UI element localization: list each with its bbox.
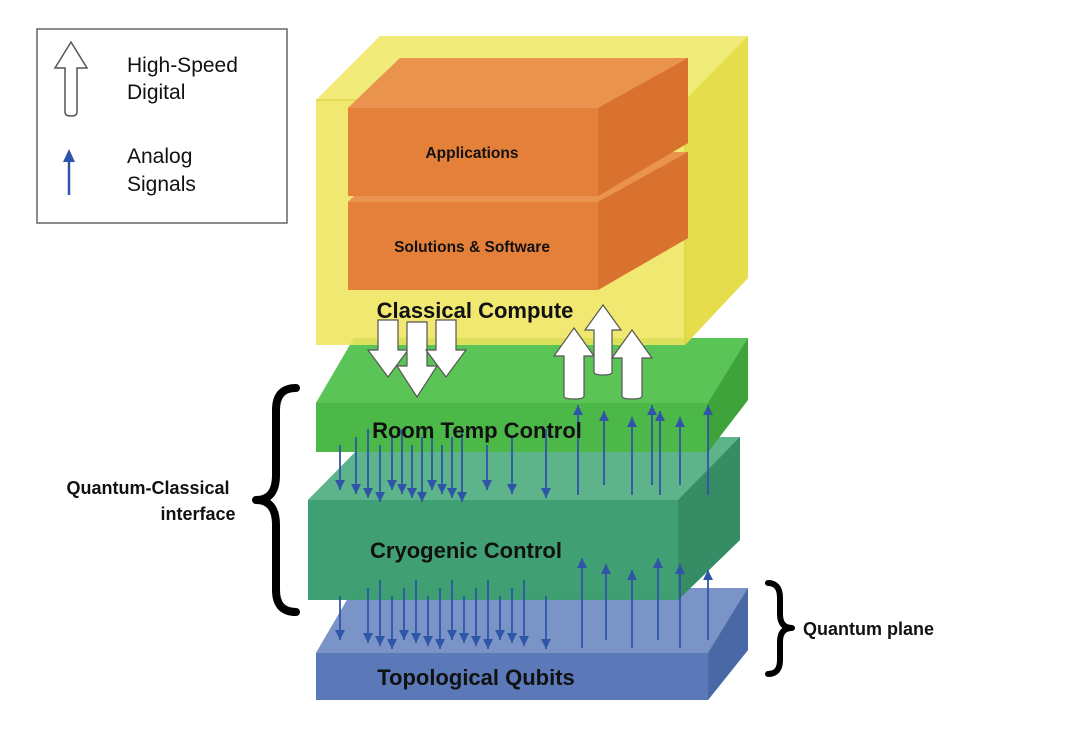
analog-arrow-icon <box>63 149 75 195</box>
analog-arrow-head <box>519 636 529 646</box>
analog-arrow-head <box>647 405 657 415</box>
analog-arrow-head <box>599 411 609 421</box>
interface-label-line1: Quantum-Classical <box>66 478 229 498</box>
analog-arrow-head <box>417 492 427 502</box>
legend-digital-line1: High-Speed <box>127 54 238 77</box>
solutions-label: Solutions & Software <box>394 239 550 256</box>
analog-arrow-head <box>627 570 637 580</box>
analog-arrow-head <box>573 405 583 415</box>
analog-arrow-head <box>653 558 663 568</box>
analog-arrow-head <box>703 405 713 415</box>
cryogenic-layer <box>308 437 740 600</box>
analog-arrow-head <box>601 564 611 574</box>
analog-signal-arrows <box>335 405 713 649</box>
cryogenic-label: Cryogenic Control <box>370 538 562 563</box>
analog-arrow-head <box>471 636 481 646</box>
classical-label: Classical Compute <box>377 298 574 323</box>
analog-arrow-head <box>407 488 417 498</box>
analog-arrow-head <box>375 636 385 646</box>
analog-arrow-head <box>437 484 447 494</box>
analog-arrow-head <box>675 564 685 574</box>
interface-brace <box>252 384 300 616</box>
analog-arrow-head <box>541 639 551 649</box>
interface-label-line2: interface <box>160 504 235 524</box>
analog-arrow-head <box>459 633 469 643</box>
legend-analog-line2: Signals <box>127 173 196 196</box>
analog-arrow-head <box>335 480 345 490</box>
analog-arrow-head <box>541 488 551 498</box>
legend: High-Speed Digital Analog Signals <box>36 28 288 224</box>
analog-arrow-head <box>655 411 665 421</box>
digital-down-arrow-2 <box>395 321 439 399</box>
analog-arrow-head <box>435 639 445 649</box>
digital-down-arrow-1 <box>366 319 410 379</box>
analog-arrow-head <box>375 492 385 502</box>
quantum-plane-label: Quantum plane <box>803 619 934 639</box>
digital-up-arrow-1 <box>552 326 596 400</box>
analog-arrow-head <box>627 417 637 427</box>
analog-arrow-head <box>399 630 409 640</box>
analog-arrow-head <box>363 633 373 643</box>
analog-arrow-head <box>427 480 437 490</box>
analog-arrow-head <box>483 639 493 649</box>
analog-arrow-head <box>447 630 457 640</box>
applications-label: Applications <box>425 145 518 162</box>
analog-arrow-head <box>335 630 345 640</box>
analog-arrow-head <box>411 633 421 643</box>
analog-arrow-head <box>457 492 467 502</box>
applications-layer <box>348 58 688 196</box>
legend-digital-line2: Digital <box>127 81 185 104</box>
analog-arrow-head <box>397 484 407 494</box>
digital-down-arrow-3 <box>424 319 468 379</box>
qubits-label: Topological Qubits <box>377 665 575 690</box>
analog-arrow-head <box>482 480 492 490</box>
legend-analog-line1: Analog <box>127 145 192 168</box>
analog-arrow-head <box>495 630 505 640</box>
analog-arrow-head <box>423 636 433 646</box>
analog-arrow-head <box>351 484 361 494</box>
analog-arrow-head <box>387 639 397 649</box>
analog-arrow-head <box>363 488 373 498</box>
digital-up-arrow-3 <box>610 328 654 400</box>
room-temp-label: Room Temp Control <box>372 418 582 443</box>
digital-arrow-icon <box>53 40 89 117</box>
analog-arrow-head <box>703 570 713 580</box>
quantum-plane-brace <box>765 580 795 677</box>
analog-arrow-head <box>507 633 517 643</box>
analog-arrow-head <box>507 484 517 494</box>
analog-arrow-head <box>387 480 397 490</box>
digital-arrows <box>366 303 654 400</box>
analog-arrow-head <box>577 558 587 568</box>
analog-arrow-head <box>675 417 685 427</box>
analog-arrow-head <box>447 488 457 498</box>
